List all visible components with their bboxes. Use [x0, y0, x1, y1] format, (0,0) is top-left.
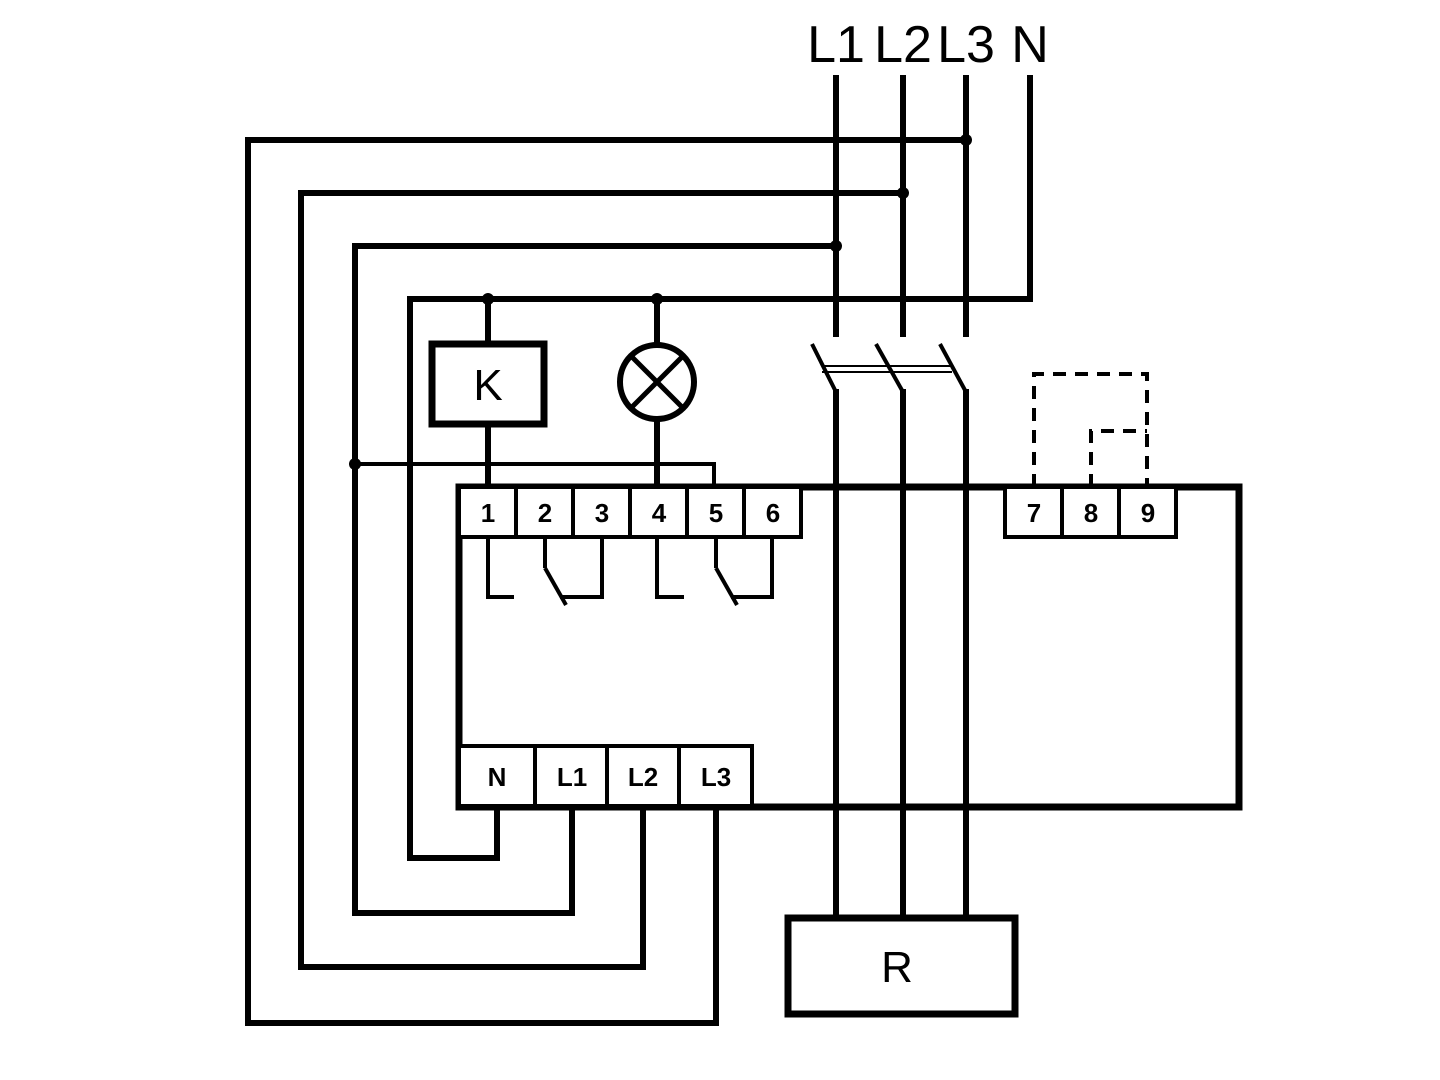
terminal-label: L1 — [557, 762, 587, 792]
relay-coil-k — [428, 340, 548, 428]
bus-label-l2: L2 — [874, 16, 932, 74]
optional-sensor-wire-outer — [1032, 372, 1149, 487]
load-r — [784, 914, 1019, 1018]
bus-label-n: N — [1011, 16, 1049, 74]
three-pole-switch-icon — [810, 343, 968, 393]
terminal-label: 7 — [1027, 498, 1041, 528]
terminal-6 — [742, 485, 803, 539]
junction-dot — [897, 187, 909, 199]
terminal-2 — [514, 485, 575, 539]
relay-coil-label: K — [473, 361, 502, 410]
terminal-l1 — [533, 744, 609, 808]
neutral-wire — [407, 75, 1033, 861]
relay-contact-1-icon — [486, 537, 604, 606]
supply-terminal-strip: N L1 L2 L3 — [457, 744, 754, 808]
terminal-label: 3 — [595, 498, 609, 528]
junction-dot — [960, 134, 972, 146]
terminal-label: 6 — [766, 498, 780, 528]
terminal-5 — [685, 485, 746, 539]
terminal-label: 8 — [1084, 498, 1098, 528]
bus-label-l1: L1 — [807, 16, 865, 74]
l1-feed-wire — [352, 243, 839, 916]
terminal-label: 1 — [481, 498, 495, 528]
terminal-label: 9 — [1141, 498, 1155, 528]
common-link-wire — [355, 462, 716, 487]
terminal-label: 2 — [538, 498, 552, 528]
sensor-terminal-strip: 7 8 9 — [1003, 485, 1178, 539]
terminal-l3 — [677, 744, 754, 808]
load-label: R — [881, 943, 913, 992]
terminal-label: 5 — [709, 498, 723, 528]
l3-feed-wire — [245, 137, 969, 1026]
terminal-label: 4 — [652, 498, 667, 528]
l2-feed-wire — [298, 190, 906, 970]
indicator-lamp-icon — [617, 342, 697, 422]
junction-dot — [830, 240, 842, 252]
terminal-l2 — [605, 744, 681, 808]
bus-label-l3: L3 — [937, 16, 995, 74]
relay-contact-2-icon — [655, 537, 774, 606]
terminal-label: L3 — [701, 762, 731, 792]
optional-sensor-wire-inner — [1089, 429, 1147, 487]
contact-terminal-strip: 1 2 3 4 5 6 — [457, 485, 803, 539]
terminal-label: L2 — [628, 762, 658, 792]
terminal-label: N — [488, 762, 507, 792]
